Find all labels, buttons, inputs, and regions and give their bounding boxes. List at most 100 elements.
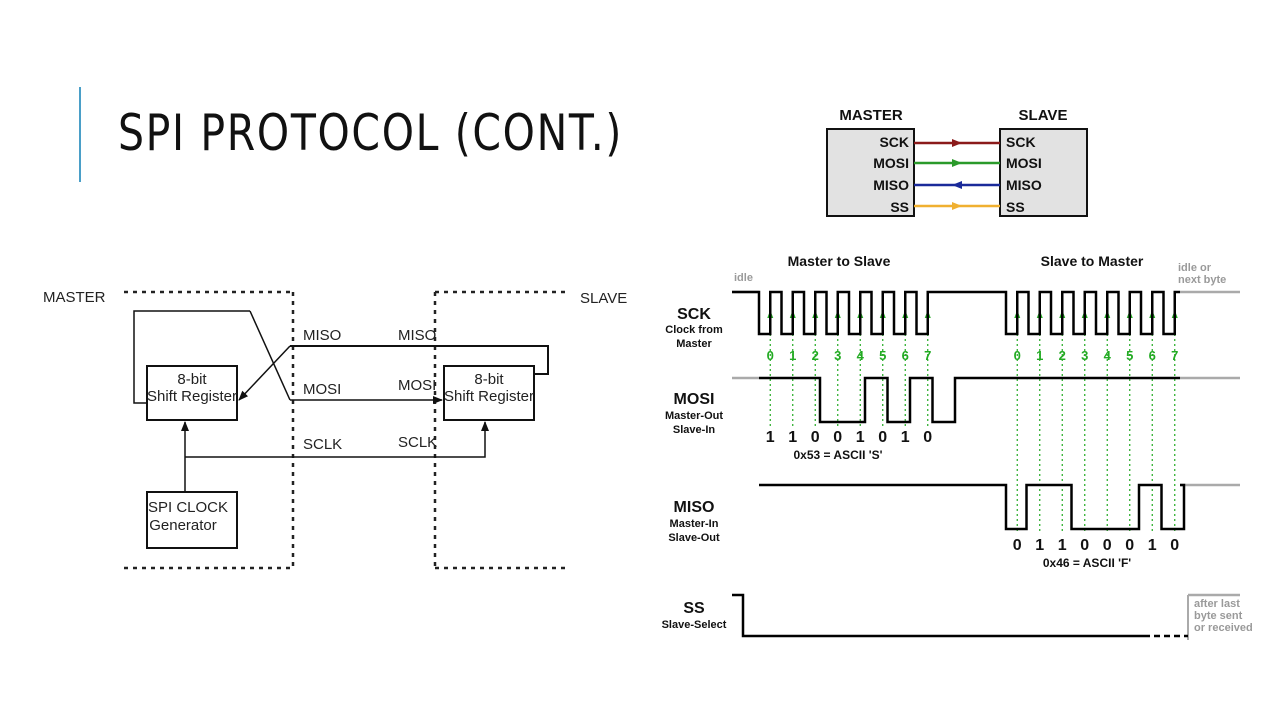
miso-desc-line1: Master-In xyxy=(670,518,719,530)
conn-slave-mosi: MOSI xyxy=(1006,155,1042,171)
title-accent-bar xyxy=(79,87,81,182)
master-register-line2: Shift Register xyxy=(147,388,237,405)
slave-to-master-heading: Slave to Master xyxy=(1041,253,1144,269)
miso-desc-line2: Slave-Out xyxy=(668,532,720,544)
slave-label: SLAVE xyxy=(580,290,627,307)
miso-wire xyxy=(290,345,549,375)
miso-bit-value: 0 xyxy=(1103,537,1112,554)
miso-bit-index: 5 xyxy=(1126,348,1133,363)
sck-signal-name: SCK xyxy=(677,306,711,323)
ss-waveform xyxy=(732,593,1150,638)
spi-connection-diagram: MASTER SLAVE SCK MOSI MISO SS SCK MOSI M… xyxy=(826,107,1088,217)
mosi-bit-value: 1 xyxy=(766,429,775,446)
spi-block-diagram: MASTER SLAVE 8-bit Shift Register 8-bit … xyxy=(43,289,627,570)
conn-master-sck: SCK xyxy=(879,134,909,150)
clock-generator-line1: SPI CLOCK xyxy=(148,499,228,516)
mosi-signal-name: MOSI xyxy=(674,391,715,408)
mosi-bit-index: 3 xyxy=(834,348,841,363)
mosi-bit-index: 7 xyxy=(924,348,931,363)
slave-register-line2: Shift Register xyxy=(444,388,534,405)
miso-bit-value: 1 xyxy=(1148,537,1157,554)
miso-bit-value: 0 xyxy=(1013,537,1022,554)
conn-slave-miso: MISO xyxy=(1006,177,1042,193)
conn-master-mosi: MOSI xyxy=(873,155,909,171)
miso-cross-wire xyxy=(238,345,291,401)
clock-generator-line2: Generator xyxy=(149,517,217,534)
mosi-bit-value: 1 xyxy=(788,429,797,446)
master-loop-wire xyxy=(133,310,250,404)
after-note-line2: byte sent xyxy=(1194,610,1243,622)
miso-bit-index: 2 xyxy=(1059,348,1066,363)
idle-or-next-line2: next byte xyxy=(1178,274,1226,286)
miso-bit-value: 0 xyxy=(1080,537,1089,554)
conn-slave-title: SLAVE xyxy=(1019,107,1068,124)
mosi-bit-index: 4 xyxy=(857,348,865,363)
miso-bit-value: 1 xyxy=(1035,537,1044,554)
mosi-bit-index: 2 xyxy=(812,348,819,363)
conn-arrow-miso xyxy=(952,181,962,189)
mosi-bit-index: 5 xyxy=(879,348,886,363)
miso-waveform xyxy=(759,483,1186,531)
conn-slave-ss: SS xyxy=(1006,199,1025,215)
sck-waveform xyxy=(732,290,1180,336)
miso-byte-value: 0x46 = ASCII 'F' xyxy=(1043,556,1131,570)
mosi-desc-line2: Slave-In xyxy=(673,424,715,436)
after-note-line3: or received xyxy=(1194,622,1253,634)
mosi-waveform xyxy=(759,376,1180,424)
mosi-slave-label: MOSI xyxy=(398,377,436,394)
mosi-bit-index: 0 xyxy=(767,348,774,363)
master-to-slave-heading: Master to Slave xyxy=(788,253,891,269)
miso-signal-name: MISO xyxy=(674,499,715,516)
mosi-bit-value: 0 xyxy=(878,429,887,446)
mosi-master-label: MOSI xyxy=(303,381,341,398)
mosi-bit-index: 1 xyxy=(789,348,796,363)
master-label: MASTER xyxy=(43,289,106,306)
ss-desc-line1: Slave-Select xyxy=(662,619,727,631)
slave-shift-register xyxy=(443,365,535,421)
miso-bit-value: 0 xyxy=(1170,537,1179,554)
mosi-bit-value: 1 xyxy=(856,429,865,446)
conn-master-title: MASTER xyxy=(839,107,903,124)
slide-title: SPI PROTOCOL (CONT.) xyxy=(118,104,624,162)
miso-bit-index: 1 xyxy=(1036,348,1043,363)
miso-bit-index: 7 xyxy=(1171,348,1178,363)
master-register-line1: 8-bit xyxy=(177,371,207,388)
mosi-bit-value: 0 xyxy=(923,429,932,446)
miso-bit-index: 0 xyxy=(1014,348,1021,363)
mosi-bit-value: 0 xyxy=(811,429,820,446)
after-note-line1: after last xyxy=(1194,598,1240,610)
mosi-bit-value: 1 xyxy=(901,429,910,446)
miso-bit-index: 3 xyxy=(1081,348,1088,363)
master-shift-register xyxy=(146,365,238,421)
ss-signal-name: SS xyxy=(683,600,705,617)
sclk-master-label: SCLK xyxy=(303,436,342,453)
conn-master-ss: SS xyxy=(890,199,909,215)
miso-bit-value: 0 xyxy=(1125,537,1134,554)
conn-arrow-mosi xyxy=(952,159,962,167)
mosi-bit-value: 0 xyxy=(833,429,842,446)
timing-waveforms xyxy=(732,290,1188,638)
conn-colored-lines xyxy=(914,139,1000,210)
mosi-desc-line1: Master-Out xyxy=(665,410,723,422)
sclk-slave-label: SCLK xyxy=(398,434,437,451)
conn-slave-box xyxy=(999,128,1088,217)
conn-arrow-sck xyxy=(952,139,962,147)
spi-clock-generator xyxy=(146,491,238,549)
miso-bit-index: 4 xyxy=(1104,348,1112,363)
conn-master-miso: MISO xyxy=(873,177,909,193)
spi-timing-diagram: Master to Slave Slave to Master idle idl… xyxy=(662,253,1253,640)
mosi-bit-index: 6 xyxy=(902,348,909,363)
conn-master-box xyxy=(826,128,915,217)
sck-desc-line2: Master xyxy=(676,338,712,350)
mosi-cross-wire xyxy=(249,310,291,401)
timing-bit-guides xyxy=(767,310,1178,532)
idle-label: idle xyxy=(734,272,753,284)
miso-bit-index: 6 xyxy=(1149,348,1156,363)
sclk-wire xyxy=(185,421,489,458)
slave-register-line1: 8-bit xyxy=(474,371,504,388)
conn-slave-sck: SCK xyxy=(1006,134,1036,150)
